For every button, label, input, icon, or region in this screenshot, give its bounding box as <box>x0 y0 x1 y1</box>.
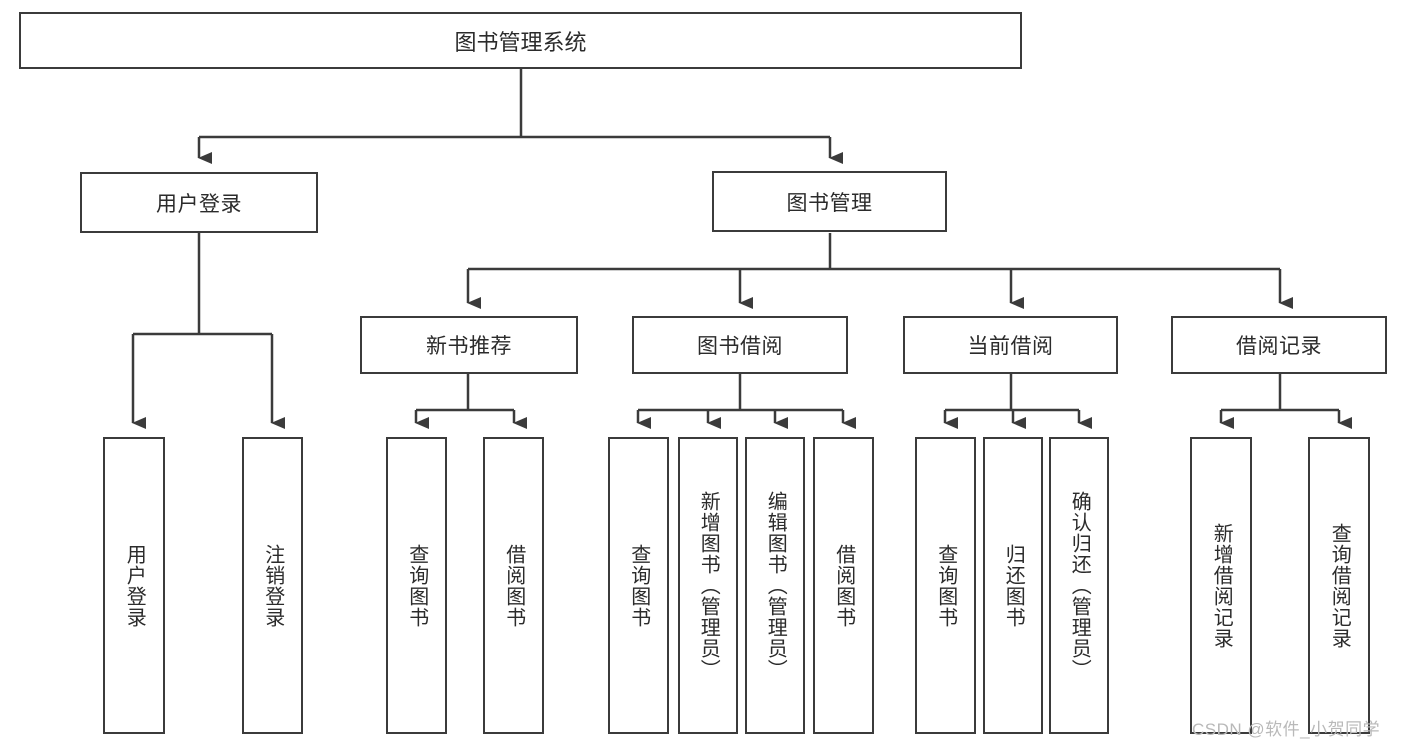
node-book-management[interactable]: 图书管理 <box>712 171 947 232</box>
leaf-edit-book-admin[interactable]: 编辑图书（管理员） <box>745 437 805 734</box>
node-new-book-recommend[interactable]: 新书推荐 <box>360 316 578 374</box>
leaf-label: 借阅图书 <box>832 543 855 628</box>
node-user-login[interactable]: 用户登录 <box>80 172 318 233</box>
leaf-label: 借阅图书 <box>502 543 525 628</box>
leaf-query-book-recommend[interactable]: 查询图书 <box>386 437 447 734</box>
watermark-credit: CSDN @软件_小贺同学 <box>1192 720 1381 739</box>
leaf-label: 新增借阅记录 <box>1210 522 1233 649</box>
leaf-query-borrow-record[interactable]: 查询借阅记录 <box>1308 437 1370 734</box>
leaf-label: 注销登录 <box>261 543 284 628</box>
leaf-add-borrow-record[interactable]: 新增借阅记录 <box>1190 437 1252 734</box>
leaf-label: 查询图书 <box>405 543 428 628</box>
leaf-label: 编辑图书（管理员） <box>764 491 787 680</box>
leaf-label: 查询图书 <box>627 543 650 628</box>
leaf-confirm-return-admin[interactable]: 确认归还（管理员） <box>1049 437 1109 734</box>
leaf-add-book-admin[interactable]: 新增图书（管理员） <box>678 437 738 734</box>
leaf-borrow-book[interactable]: 借阅图书 <box>813 437 874 734</box>
node-borrow-record[interactable]: 借阅记录 <box>1171 316 1387 374</box>
leaf-label: 新增图书（管理员） <box>697 491 720 680</box>
leaf-label: 查询借阅记录 <box>1328 522 1351 649</box>
node-book-borrow[interactable]: 图书借阅 <box>632 316 848 374</box>
leaf-logout[interactable]: 注销登录 <box>242 437 303 734</box>
leaf-query-book-borrow[interactable]: 查询图书 <box>608 437 669 734</box>
leaf-query-book-current[interactable]: 查询图书 <box>915 437 976 734</box>
node-root-system[interactable]: 图书管理系统 <box>19 12 1022 69</box>
leaf-label: 用户登录 <box>123 543 146 628</box>
leaf-user-login[interactable]: 用户登录 <box>103 437 165 734</box>
leaf-label: 查询图书 <box>934 543 957 628</box>
leaf-return-book[interactable]: 归还图书 <box>983 437 1043 734</box>
leaf-label: 确认归还（管理员） <box>1068 491 1091 680</box>
node-current-borrow[interactable]: 当前借阅 <box>903 316 1118 374</box>
leaf-borrow-book-recommend[interactable]: 借阅图书 <box>483 437 544 734</box>
leaf-label: 归还图书 <box>1002 543 1025 628</box>
